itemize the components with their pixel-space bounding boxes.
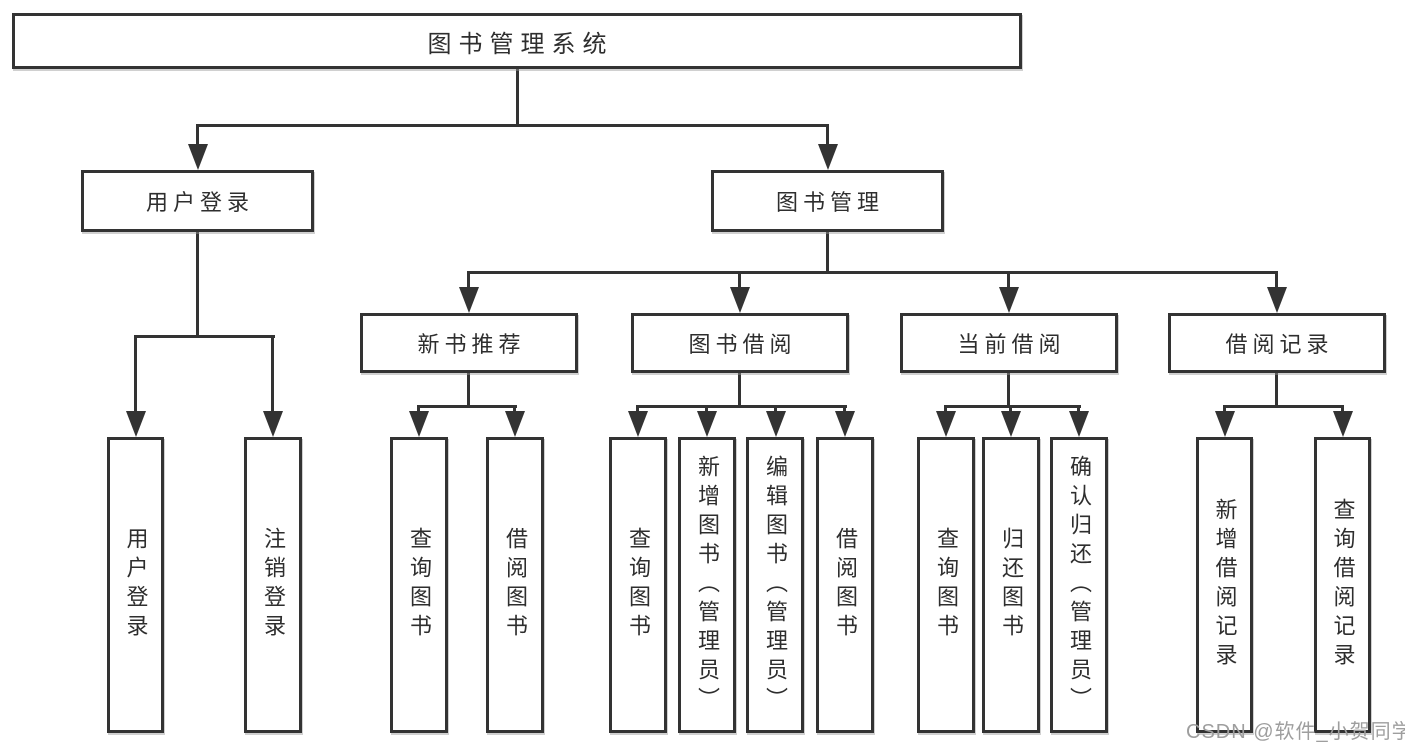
node-label: 用户登录 (145, 190, 254, 215)
leaf-query-borrow-record: 查询借阅记录 (1314, 437, 1371, 733)
node-borrow-records: 借阅记录 (1168, 313, 1386, 373)
connector-level3-hline (467, 271, 1277, 274)
connector-book-borrow-stub (738, 371, 741, 408)
leaf-user-login: 用户登录 (107, 437, 164, 733)
node-library-management-system: 图书管理系统 (12, 13, 1022, 69)
node-label: 查询图书 (934, 527, 959, 643)
node-label: 查询图书 (407, 527, 432, 643)
connector-arrow-leaf-confirm-return (1068, 405, 1089, 437)
connector-arrow-leaf-add-books (696, 405, 717, 437)
node-label: 注销登录 (261, 527, 286, 643)
node-new-book-recommend: 新书推荐 (360, 313, 578, 373)
leaf-query-books-3: 查询图书 (917, 437, 975, 733)
node-label: 编辑图书（管理员） (763, 454, 788, 716)
csdn-watermark: CSDN @软件_小贺同学 (1186, 721, 1405, 743)
connector-new-book-hline (417, 405, 517, 408)
leaf-logout: 注销登录 (244, 437, 302, 733)
node-label: 当前借阅 (957, 332, 1066, 357)
leaf-add-borrow-record: 新增借阅记录 (1196, 437, 1253, 733)
leaf-confirm-return-admin: 确认归还（管理员） (1050, 437, 1108, 733)
node-label: 新增图书（管理员） (695, 454, 720, 716)
connector-arrow-new-book-recommend (458, 271, 479, 313)
node-user-login-branch: 用户登录 (81, 170, 314, 232)
leaf-return-books: 归还图书 (982, 437, 1040, 733)
connector-arrow-leaf-logout (262, 335, 283, 437)
node-label: 查询借阅记录 (1330, 498, 1356, 672)
node-label: 用户登录 (123, 527, 149, 643)
connector-book-management-stub (826, 230, 829, 274)
connector-arrow-leaf-query-books-2 (627, 405, 648, 437)
node-label: 借阅图书 (503, 527, 528, 643)
connector-arrow-leaf-borrow-books-1 (504, 405, 525, 437)
leaf-query-books-1: 查询图书 (390, 437, 448, 733)
leaf-borrow-books-2: 借阅图书 (816, 437, 874, 733)
connector-level2-hline (196, 124, 829, 127)
connector-user-login-stub (196, 230, 199, 338)
node-current-borrow: 当前借阅 (900, 313, 1118, 373)
connector-arrow-current-borrow (998, 271, 1019, 313)
node-label: 图书借阅 (688, 332, 797, 357)
leaf-borrow-books-1: 借阅图书 (486, 437, 544, 733)
node-label: 查询图书 (626, 527, 651, 643)
connector-arrow-leaf-return-books (1000, 405, 1021, 437)
leaf-edit-books-admin: 编辑图书（管理员） (746, 437, 804, 733)
connector-arrow-leaf-borrow-books-2 (834, 405, 855, 437)
node-label: 新书推荐 (417, 332, 526, 357)
leaf-query-books-2: 查询图书 (609, 437, 667, 733)
node-label: 借阅记录 (1225, 332, 1334, 357)
connector-book-borrow-hline (636, 405, 847, 408)
connector-user-login-hline (134, 335, 275, 338)
node-book-management: 图书管理 (711, 170, 944, 232)
connector-arrow-book-borrow (729, 271, 750, 313)
connector-arrow-leaf-user-login (125, 335, 146, 437)
connector-arrow-user-login-branch (187, 124, 208, 170)
node-label: 图书管理 (775, 190, 884, 215)
connector-arrow-leaf-query-record (1332, 405, 1353, 437)
leaf-add-books-admin: 新增图书（管理员） (678, 437, 736, 733)
node-label: 新增借阅记录 (1212, 498, 1238, 672)
connector-arrow-leaf-query-books-3 (935, 405, 956, 437)
connector-arrow-leaf-query-books-1 (408, 405, 429, 437)
connector-current-borrow-stub (1007, 371, 1010, 408)
connector-borrow-records-stub (1275, 371, 1278, 408)
connector-borrow-records-hline (1223, 405, 1344, 408)
connector-root-stub (516, 66, 519, 127)
node-book-borrow: 图书借阅 (631, 313, 849, 373)
node-label: 确认归还（管理员） (1067, 454, 1092, 716)
node-label: 借阅图书 (833, 527, 858, 643)
node-label: 图书管理系统 (427, 30, 614, 58)
connector-arrow-leaf-edit-books (765, 405, 786, 437)
connector-arrow-borrow-records (1266, 271, 1287, 313)
connector-new-book-stub (467, 371, 470, 408)
node-label: 归还图书 (999, 527, 1024, 643)
connector-arrow-leaf-add-record (1214, 405, 1235, 437)
connector-arrow-book-management (817, 124, 838, 170)
connector-current-borrow-hline (944, 405, 1081, 408)
